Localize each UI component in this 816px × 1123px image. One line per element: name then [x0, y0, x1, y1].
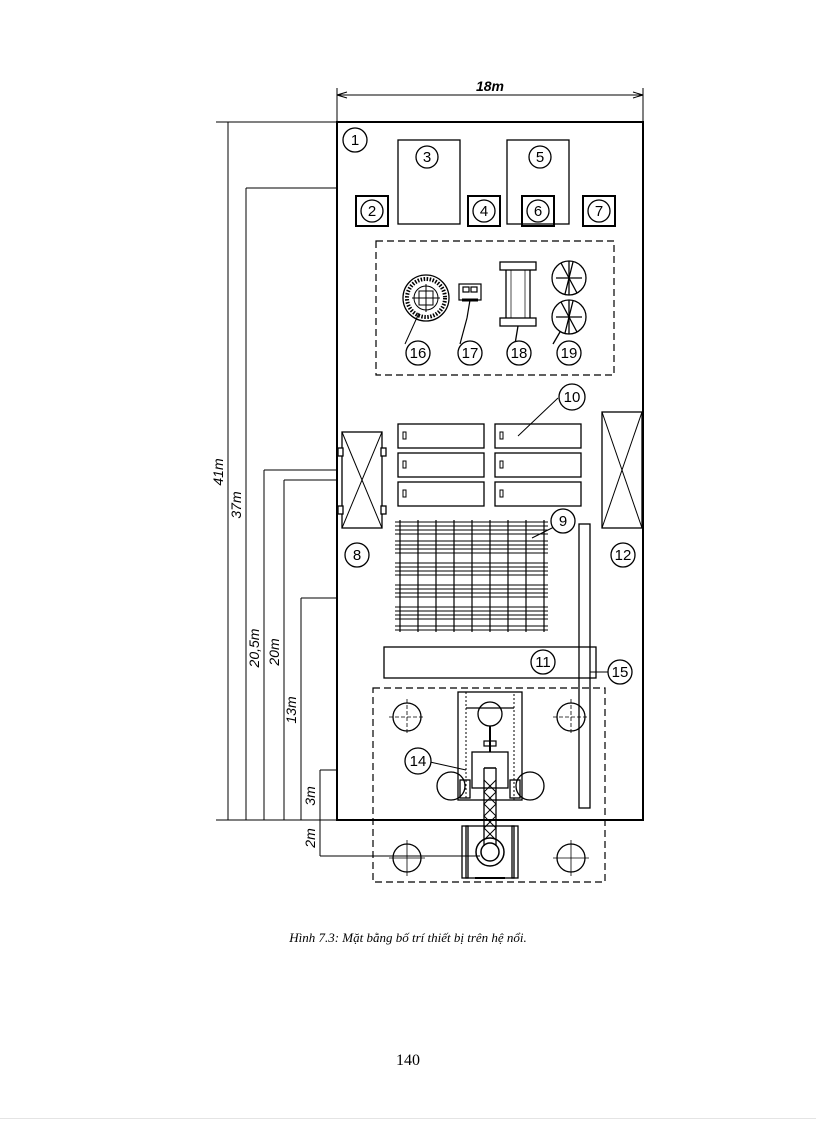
svg-text:12: 12	[615, 547, 632, 564]
svg-text:3: 3	[423, 149, 431, 166]
svg-text:10: 10	[564, 389, 581, 406]
pile-circles	[389, 699, 589, 876]
dim-2m: 2m	[302, 828, 318, 849]
item-16-drum	[402, 274, 450, 345]
label-8: 8	[344, 542, 370, 568]
label-12: 12	[610, 542, 636, 568]
label-11: 11	[530, 649, 556, 675]
item-14-crane	[429, 691, 523, 879]
dim-37m: 37m	[228, 491, 244, 519]
svg-text:18: 18	[511, 345, 528, 362]
pontoon-outline	[336, 121, 644, 821]
svg-text:14: 14	[410, 753, 427, 770]
svg-text:19: 19	[561, 345, 578, 362]
unit-5	[506, 139, 570, 225]
item-15-rail	[578, 523, 591, 809]
equipment-zone	[375, 240, 615, 376]
svg-text:9: 9	[559, 513, 567, 530]
footer-divider	[0, 1118, 816, 1119]
item-12-box	[601, 411, 643, 529]
label-14: 14	[404, 747, 432, 775]
unit-2: 2	[355, 195, 389, 227]
label-15: 15	[607, 659, 633, 685]
crane-zone	[372, 687, 606, 883]
dim-20-5m: 20,5m	[246, 628, 262, 668]
svg-text:17: 17	[462, 345, 479, 362]
dim-20m: 20m	[266, 638, 282, 667]
containers-10	[397, 423, 582, 507]
dim-41m: 41m	[210, 458, 226, 486]
svg-text:6: 6	[534, 203, 542, 220]
svg-text:2: 2	[368, 203, 376, 220]
label-17: 17	[457, 340, 483, 366]
unit-6: 6	[521, 195, 555, 227]
label-16: 16	[405, 340, 431, 366]
svg-text:7: 7	[595, 203, 603, 220]
label-3: 3	[415, 145, 439, 169]
label-1: 1	[342, 127, 368, 153]
label-9: 9	[550, 508, 576, 534]
svg-text:8: 8	[353, 547, 361, 564]
equipment-layout-plan: 18m 41m 37m 20,5m 20m 13m 3m 2m 1	[210, 78, 644, 883]
label-10: 10	[558, 383, 586, 411]
item-18-frame	[499, 261, 537, 345]
svg-text:5: 5	[536, 149, 544, 166]
item-11-box	[383, 646, 597, 679]
dim-13m: 13m	[283, 696, 299, 724]
width-dimension	[336, 88, 644, 122]
item-17-pump	[458, 283, 482, 345]
page-number: 140	[396, 1052, 420, 1069]
label-19: 19	[556, 340, 582, 366]
unit-7: 7	[582, 195, 616, 227]
item-9-pipe-rack	[395, 520, 557, 632]
item-19-reels	[551, 260, 587, 345]
svg-text:15: 15	[612, 664, 629, 681]
label-5: 5	[528, 145, 552, 169]
label-18: 18	[506, 340, 532, 366]
figure-caption: Hình 7.3: Mặt bằng bố trí thiết bị trên …	[289, 930, 527, 945]
svg-text:11: 11	[535, 654, 551, 671]
dim-3m: 3m	[302, 786, 318, 806]
svg-text:1: 1	[351, 132, 359, 149]
width-dimension-label: 18m	[476, 78, 504, 94]
unit-4: 4	[467, 195, 501, 227]
svg-text:16: 16	[410, 345, 427, 362]
unit-3	[397, 139, 461, 225]
height-dimension-lines	[216, 121, 480, 857]
item-8-box	[337, 431, 387, 529]
svg-text:4: 4	[480, 203, 488, 220]
